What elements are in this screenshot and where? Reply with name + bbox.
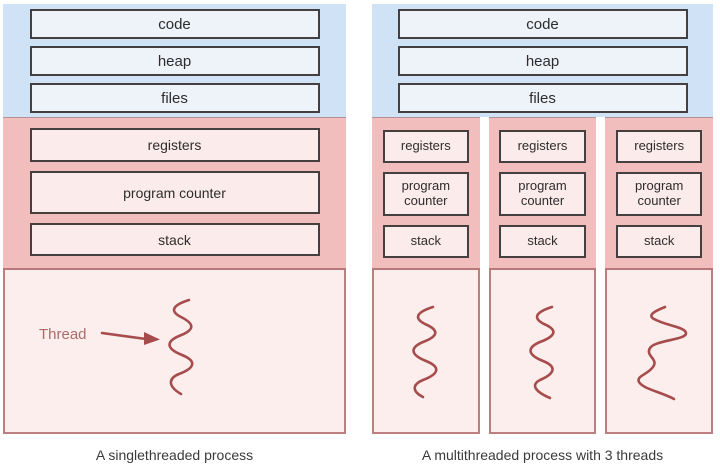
registers-box: registers xyxy=(616,130,703,163)
registers-box: registers xyxy=(29,128,320,162)
thread-arrow-icon xyxy=(100,331,160,345)
thread-execution-area xyxy=(605,270,714,434)
thread-squiggle-icon xyxy=(168,298,194,396)
thread-state-section: registers program counter stack xyxy=(605,117,714,270)
thread-label: Thread xyxy=(39,326,87,343)
program-counter-box: program counter xyxy=(382,172,469,216)
files-box: files xyxy=(397,83,688,113)
thread-execution-area: Thread xyxy=(3,270,346,434)
shared-state-section: code heap files xyxy=(3,4,346,117)
multithreaded-caption: A multithreaded process with 3 threads xyxy=(421,447,664,463)
thread-execution-area xyxy=(372,270,480,434)
thread-squiggle-icon xyxy=(528,305,555,400)
registers-box: registers xyxy=(382,130,469,163)
singlethreaded-caption: A singlethreaded process xyxy=(95,447,254,463)
thread-column-1: registers program counter stack xyxy=(372,117,480,434)
singlethreaded-process-panel: code heap files registers program counte… xyxy=(3,4,346,434)
registers-box: registers xyxy=(499,130,586,163)
thread-squiggle-icon xyxy=(412,305,438,399)
program-counter-box: program counter xyxy=(499,172,586,216)
thread-column-2: registers program counter stack xyxy=(488,117,597,434)
heap-box: heap xyxy=(29,46,320,76)
stack-box: stack xyxy=(29,223,320,256)
thread-execution-area xyxy=(488,270,597,434)
stack-box: stack xyxy=(382,225,469,258)
thread-state-section: registers program counter stack xyxy=(488,117,597,270)
shared-state-section: code heap files xyxy=(372,4,713,117)
thread-state-section: registers program counter stack xyxy=(372,117,480,270)
multithreaded-process-panel: code heap files registers program counte… xyxy=(372,4,714,434)
program-counter-box: program counter xyxy=(29,171,320,214)
thread-squiggle-icon xyxy=(637,305,688,401)
thread-column-3: registers program counter stack xyxy=(605,117,714,434)
stack-box: stack xyxy=(499,225,586,258)
code-box: code xyxy=(29,9,320,39)
heap-box: heap xyxy=(397,46,688,76)
program-counter-box: program counter xyxy=(616,172,703,216)
stack-box: stack xyxy=(616,225,703,258)
code-box: code xyxy=(397,9,688,39)
thread-state-section: registers program counter stack xyxy=(3,117,346,270)
thread-columns: registers program counter stack register… xyxy=(372,117,714,434)
files-box: files xyxy=(29,83,320,113)
